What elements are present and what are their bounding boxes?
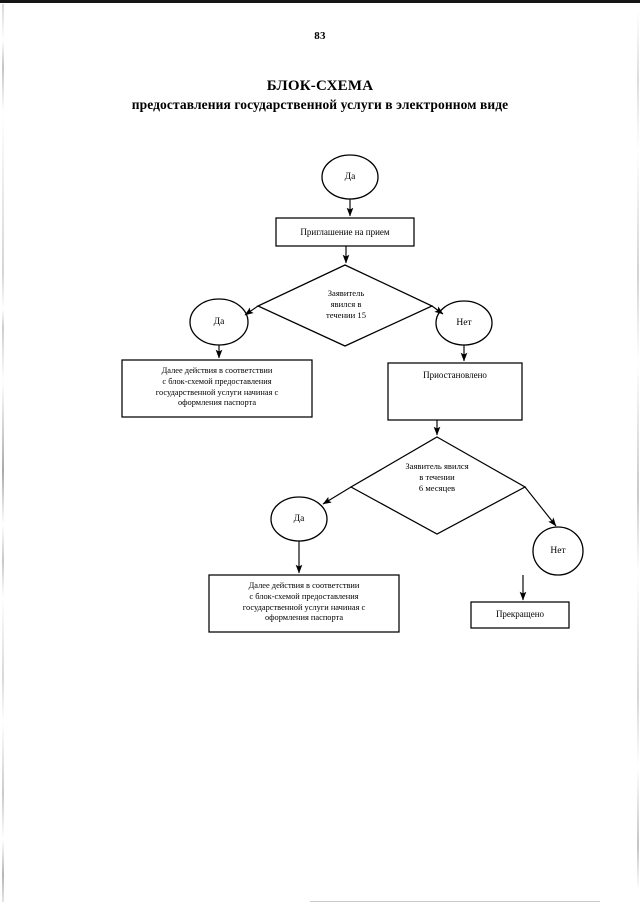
node-branch-15-yes <box>189 298 249 346</box>
node-invitation <box>275 217 415 247</box>
document-title: БЛОК-СХЕМА предоставления государственно… <box>0 76 640 114</box>
document-title-line-1: БЛОК-СХЕМА <box>266 78 374 94</box>
node-suspended <box>387 362 523 421</box>
edge-decision15-to-yes <box>244 305 259 316</box>
node-further-actions-bottom <box>208 574 400 633</box>
node-terminated <box>470 601 570 629</box>
edge-decision15-to-no <box>431 305 444 315</box>
node-branch-6-no <box>532 526 584 576</box>
page-number: 83 <box>314 30 326 42</box>
document-title-line-2: предоставления государственной услуги в … <box>131 97 509 113</box>
edge-decision6-to-no <box>524 486 557 527</box>
node-decision-15-days <box>256 264 434 347</box>
edge-decision6-to-yes <box>322 486 352 505</box>
scan-edge-top <box>0 0 640 3</box>
node-branch-6-yes <box>270 496 328 542</box>
node-branch-15-no <box>435 300 493 346</box>
scan-edge-left <box>2 4 4 902</box>
node-decision-6-months <box>349 436 527 535</box>
node-start-yes <box>321 154 379 200</box>
node-further-actions-top <box>121 359 313 418</box>
scan-edge-bottom <box>310 901 600 902</box>
scan-edge-right <box>637 10 639 890</box>
